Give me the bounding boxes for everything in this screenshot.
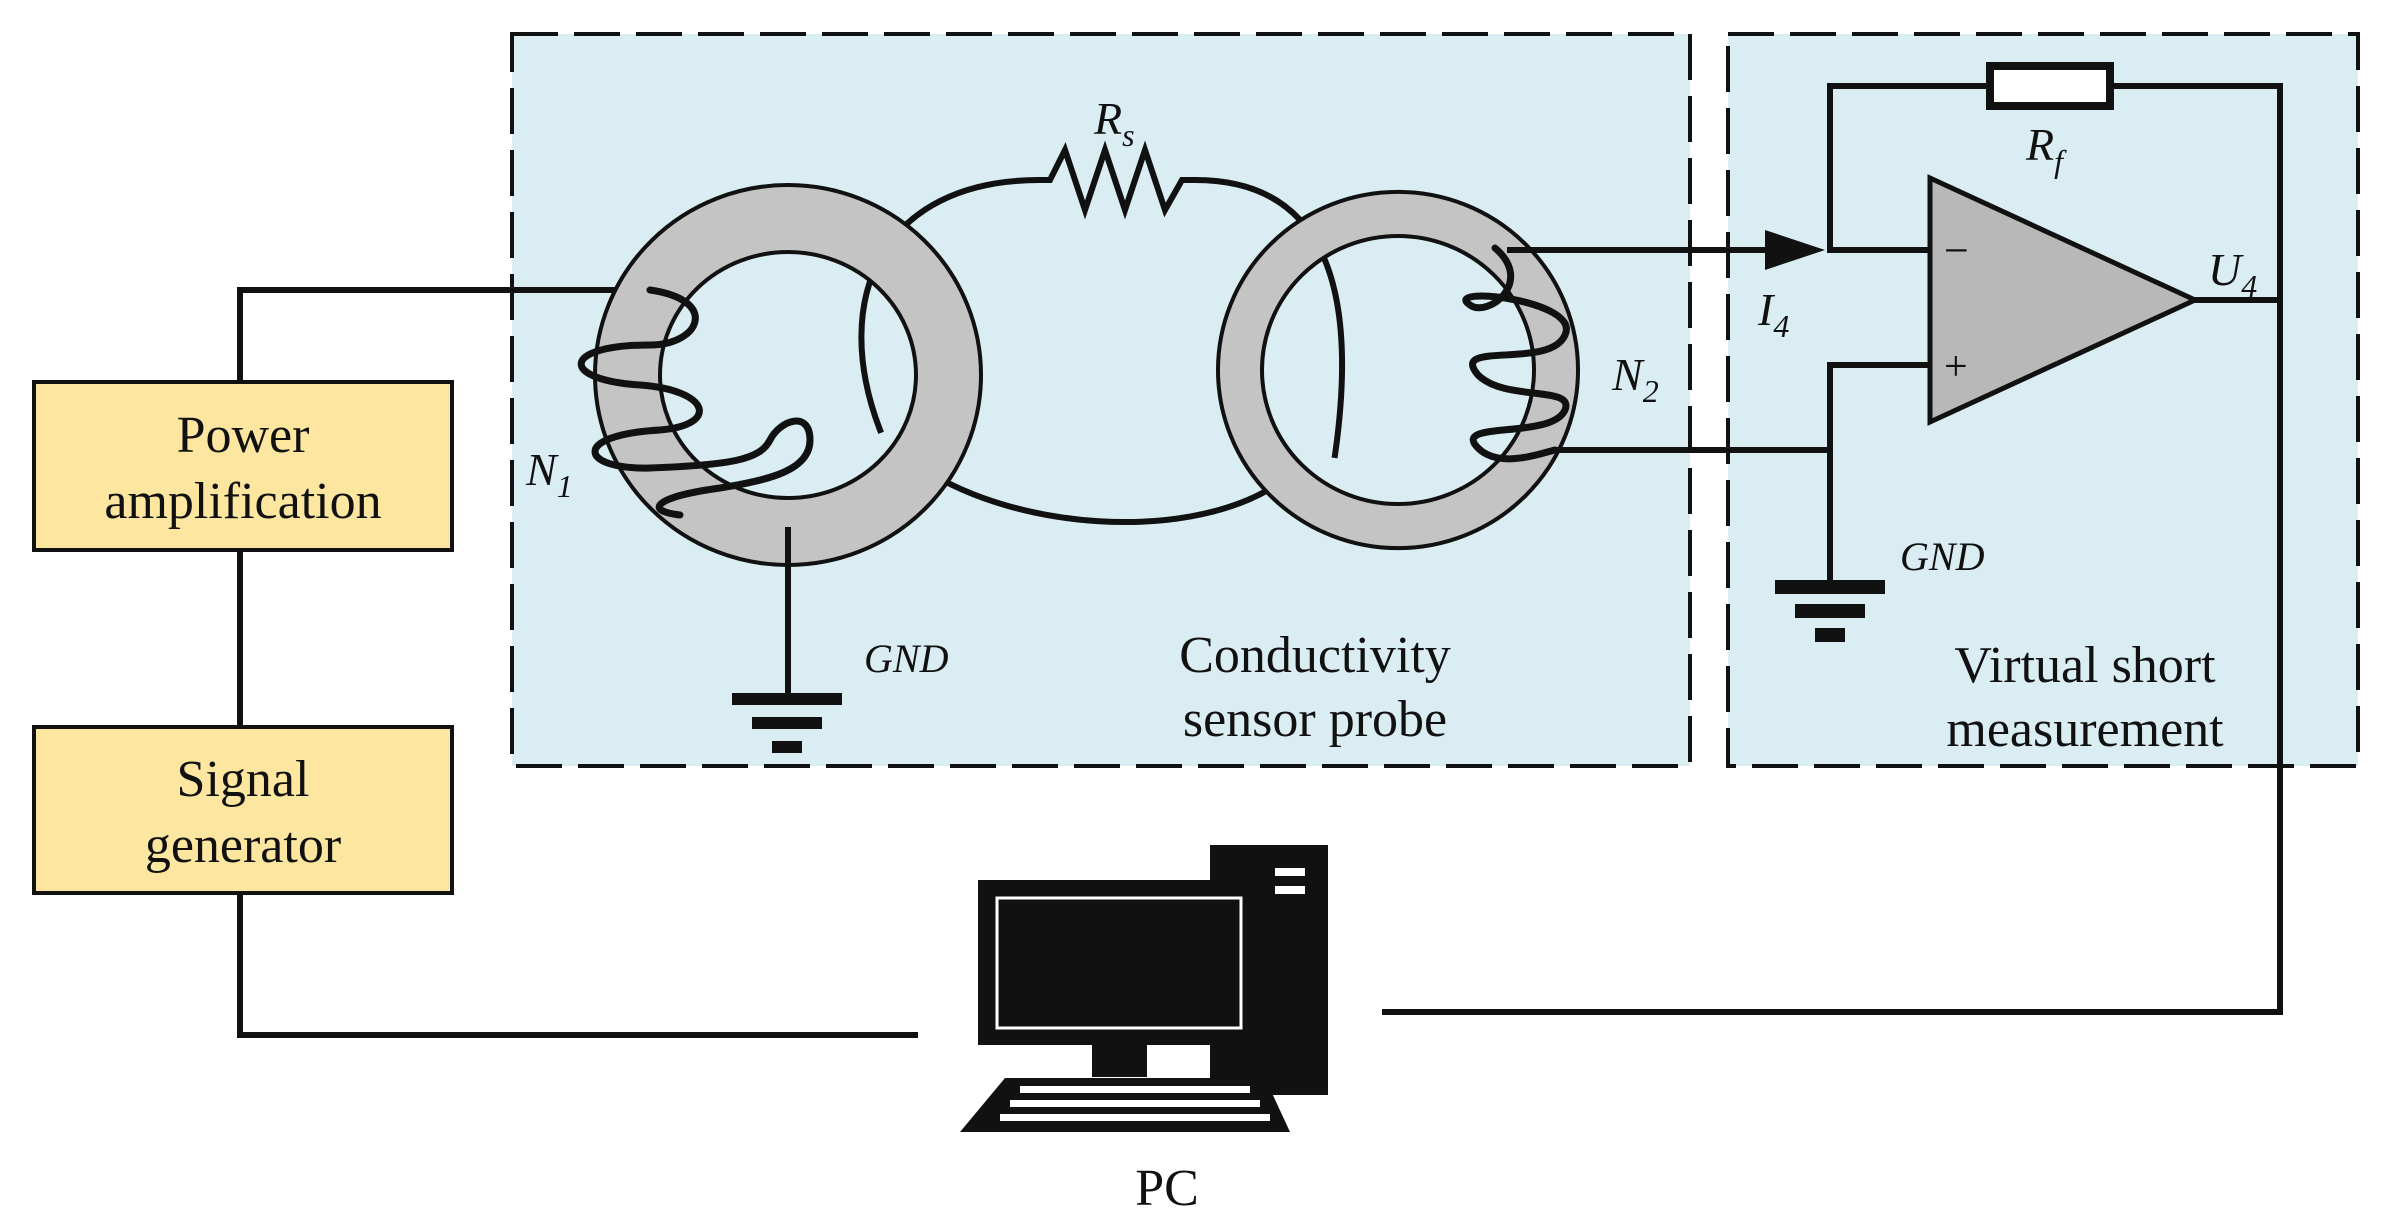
u4-label: U4	[2208, 244, 2257, 304]
rs-loop-bottom	[920, 465, 1273, 525]
power-amplification-line2: amplification	[104, 473, 381, 530]
sensor-probe-internals	[577, 140, 1833, 753]
virtual-short-internals	[1382, 62, 2283, 1015]
op-amp-minus-label: −	[1944, 226, 1969, 275]
n2-label: N2	[1611, 349, 1659, 409]
signal-generator-line1: Signal	[177, 751, 310, 808]
signal-generator-block: Signal generator	[32, 725, 454, 895]
gnd-right-label: GND	[1900, 534, 1985, 579]
virtual-short-line2: measurement	[1946, 701, 2224, 758]
signal-generator-line2: generator	[145, 817, 341, 874]
n2-winding	[1462, 244, 1570, 463]
left-wiring	[237, 287, 918, 1038]
op-amp	[1927, 174, 2201, 426]
i4-label: I4	[1757, 284, 1789, 344]
ground-right-symbol	[1775, 580, 1885, 642]
i4-arrow	[1765, 230, 1825, 270]
rf-resistor	[1986, 62, 2114, 110]
output-to-pc-wire	[1382, 297, 2283, 1015]
op-amp-plus-label: +	[1944, 344, 1968, 390]
pc-label: PC	[1135, 1160, 1199, 1217]
sensor-probe-line1: Conductivity	[1179, 627, 1451, 684]
rs-label: Rs	[1093, 93, 1135, 153]
power-amplification-block: Power amplification	[32, 380, 454, 552]
pc-computer: PC	[960, 845, 1328, 1217]
toroid-left	[592, 183, 984, 567]
toroid-right	[1215, 190, 1581, 550]
rs-resistor	[1037, 140, 1198, 220]
power-amplification-line1: Power	[177, 407, 310, 464]
pc-monitor	[978, 880, 1260, 1045]
ground-left-symbol	[732, 527, 842, 753]
sensor-probe-line2: sensor probe	[1183, 691, 1447, 748]
n1-label: N1	[525, 444, 573, 504]
gnd-left-label: GND	[864, 636, 949, 681]
n1-winding	[577, 286, 814, 519]
virtual-short-line1: Virtual short	[1954, 637, 2216, 694]
